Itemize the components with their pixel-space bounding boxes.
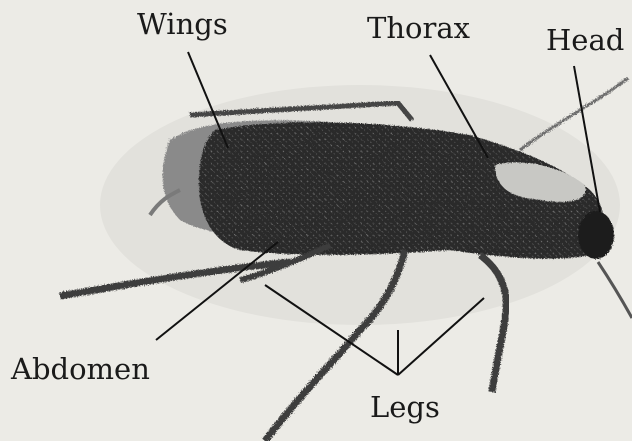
antenna-lower — [598, 262, 632, 318]
thorax-label: Thorax — [367, 14, 470, 43]
legs-label: Legs — [370, 393, 440, 422]
wings-label: Wings — [137, 10, 228, 39]
head-label: Head — [546, 26, 624, 55]
head-shape — [578, 211, 614, 259]
abdomen-label: Abdomen — [11, 355, 150, 384]
